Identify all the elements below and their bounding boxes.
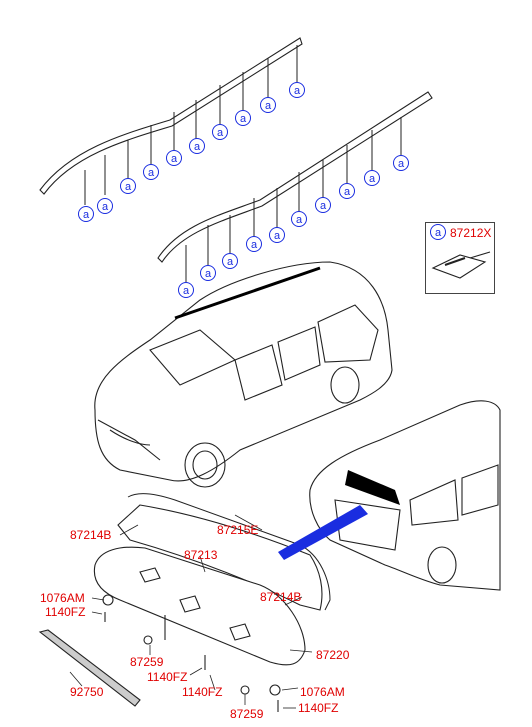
label-1140FZ-mid1: 1140FZ xyxy=(147,670,188,684)
roof-rail-lower xyxy=(157,91,433,263)
callout-a-icon: a xyxy=(178,282,194,298)
upper-rail-arrows xyxy=(84,45,298,205)
inset-callout-a-icon: a xyxy=(430,224,446,240)
callout-a-icon: a xyxy=(269,227,285,243)
callout-a-icon: a xyxy=(246,236,262,252)
callout-a-icon: a xyxy=(200,265,216,281)
callout-a-icon: a xyxy=(120,178,136,194)
callout-a-icon: a xyxy=(260,97,276,113)
label-87213: 87213 xyxy=(184,548,218,562)
label-87259-right: 87259 xyxy=(230,707,264,721)
label-1140FZ-right: 1140FZ xyxy=(298,701,339,715)
callout-a-icon: a xyxy=(364,170,380,186)
label-92750: 92750 xyxy=(70,685,104,699)
label-1076AM-right: 1076AM xyxy=(300,685,345,699)
callout-a-icon: a xyxy=(339,183,355,199)
callout-a-icon: a xyxy=(166,150,182,166)
label-1076AM-left: 1076AM xyxy=(40,591,85,605)
callout-a-icon: a xyxy=(143,164,159,180)
callout-a-icon: a xyxy=(189,138,205,154)
clip-inset-box xyxy=(425,222,495,294)
highlight-arrow xyxy=(278,505,368,560)
callout-a-icon: a xyxy=(291,211,307,227)
clip-detail xyxy=(431,251,491,279)
callout-a-icon: a xyxy=(289,82,305,98)
van-front-body xyxy=(94,261,393,482)
label-87214B-right: 87214B xyxy=(260,590,302,604)
callout-a-icon: a xyxy=(315,197,331,213)
roof-rail-upper xyxy=(39,37,303,195)
leader-lines xyxy=(69,514,313,709)
callout-a-icon: a xyxy=(222,253,238,269)
callout-a-icon: a xyxy=(235,110,251,126)
spoiler-upper xyxy=(117,504,323,611)
label-1140FZ-left: 1140FZ xyxy=(45,605,86,619)
high-mount-stop-lamp xyxy=(38,629,141,707)
callout-a-icon: a xyxy=(78,206,94,222)
callout-a-icon: a xyxy=(212,124,228,140)
label-87220: 87220 xyxy=(316,648,350,662)
label-87215E: 87215E xyxy=(217,523,259,537)
van-rear-body xyxy=(309,400,501,591)
callout-a-icon: a xyxy=(393,155,409,171)
inset-part-number: 87212X xyxy=(450,226,492,240)
label-87214B-left: 87214B xyxy=(70,528,112,542)
callout-a-icon: a xyxy=(97,198,113,214)
label-1140FZ-mid2: 1140FZ xyxy=(182,685,223,699)
label-87259-left: 87259 xyxy=(130,655,164,669)
lower-rail-arrows xyxy=(185,117,402,282)
